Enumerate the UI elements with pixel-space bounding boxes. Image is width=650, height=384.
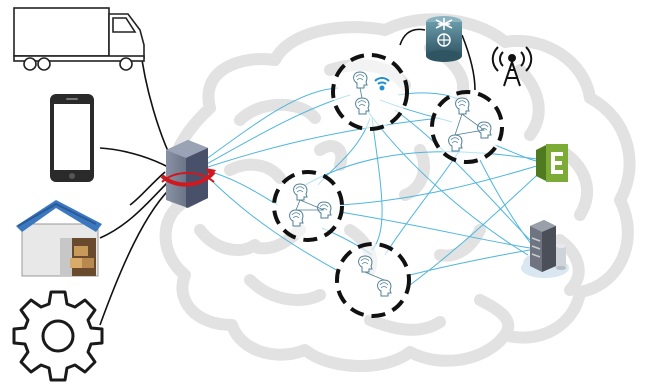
smartphone-icon	[50, 94, 94, 182]
queue-service-icon	[536, 144, 568, 182]
cluster-left	[272, 170, 344, 242]
wifi-icon	[374, 77, 390, 91]
server-gateway-icon	[160, 140, 216, 208]
warehouse-icon	[16, 200, 102, 277]
cluster-bottom	[335, 242, 411, 318]
cell-tower-icon	[491, 46, 533, 87]
truck-icon	[13, 7, 145, 71]
router-icon	[426, 16, 462, 62]
cloud-server-icon	[521, 220, 569, 278]
cluster-top	[331, 53, 409, 131]
cluster-right	[430, 90, 504, 164]
gear-icon	[12, 290, 104, 382]
